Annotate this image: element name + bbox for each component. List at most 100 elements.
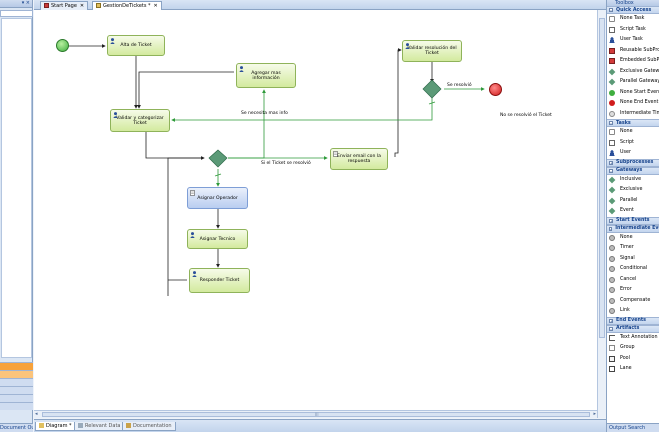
outliner-orange-bar-2[interactable] xyxy=(0,370,33,378)
toolbox-item[interactable]: User Task xyxy=(607,35,659,46)
vertical-scroll-thumb[interactable] xyxy=(599,18,605,338)
outliner-bar[interactable] xyxy=(0,402,33,410)
toolbox-item[interactable]: Lane xyxy=(607,364,659,375)
diagram-canvas[interactable]: Alta de Ticket Agregar mas información V… xyxy=(34,10,597,410)
toolbox-section-header[interactable]: -Quick Access xyxy=(607,6,659,14)
horizontal-scroll-thumb[interactable]: III xyxy=(42,412,590,417)
task-responder-ticket[interactable]: Responder Ticket xyxy=(189,268,250,293)
toolbox-item-label: Event xyxy=(620,208,634,213)
expand-icon[interactable]: + xyxy=(609,160,613,165)
document-outliner-tab[interactable]: Document Outliner xyxy=(0,423,33,432)
toolbox-item[interactable]: None End Event xyxy=(607,98,659,109)
toolbox-item[interactable]: Cancel xyxy=(607,275,659,286)
end-event[interactable] xyxy=(489,83,502,96)
scroll-right-icon[interactable]: ▸ xyxy=(593,411,596,417)
toolbox-item[interactable]: Reusable SubProcess xyxy=(607,46,659,57)
outliner-header: ▾ × xyxy=(0,0,32,8)
output-search-tabs[interactable]: Output Search xyxy=(607,423,659,432)
toolbox-item[interactable]: None xyxy=(607,233,659,244)
toolbox-item[interactable]: Pool xyxy=(607,354,659,365)
task-asignar-tecnico[interactable]: Asignar Tecnico xyxy=(187,229,248,249)
expand-icon[interactable]: + xyxy=(609,318,613,323)
toolbox-item[interactable]: User xyxy=(607,148,659,159)
toolbox-item[interactable]: None xyxy=(607,127,659,138)
task-validar-categorizar[interactable]: Validar y categorizar Ticket xyxy=(110,109,170,132)
user-icon xyxy=(190,232,195,238)
task-label: Responder Ticket xyxy=(199,278,240,283)
task-validar-resolucion[interactable]: Validar resolución del Ticket xyxy=(402,40,462,62)
toolbox-item-label: Intermediate Timer xyxy=(620,110,659,116)
pane-controls[interactable]: ▾ × xyxy=(21,0,30,6)
group-icon xyxy=(609,345,615,352)
collapse-icon[interactable]: - xyxy=(609,226,613,231)
expand-icon[interactable]: + xyxy=(609,218,613,223)
toolbox-item[interactable]: Link xyxy=(607,306,659,317)
toolbox-section-header[interactable]: +Start Events xyxy=(607,216,659,225)
tab-relevant-data[interactable]: Relevant Data xyxy=(74,422,125,431)
toolbox-item[interactable]: Script Task xyxy=(607,25,659,36)
task-label: Validar y categorizar Ticket xyxy=(116,115,164,126)
toolbox-item[interactable]: Inclusive xyxy=(607,175,659,186)
flow-label-se-resolvio: Se resolvió xyxy=(447,83,472,88)
start-event[interactable] xyxy=(56,39,69,52)
tab-label: Documentation xyxy=(133,423,172,429)
task-alta-de-ticket[interactable]: Alta de Ticket xyxy=(107,35,165,56)
toolbox-item[interactable]: Exclusive xyxy=(607,185,659,196)
vertical-scrollbar[interactable] xyxy=(597,10,606,418)
outliner-bar[interactable] xyxy=(0,394,33,402)
toolbox-item[interactable]: Event xyxy=(607,206,659,217)
tab-gestion-de-tickets[interactable]: GestionDeTickets *✕ xyxy=(92,1,162,10)
script-icon xyxy=(609,26,615,33)
toolbox-item[interactable]: Parallel Gateway xyxy=(607,77,659,88)
toolbox-section-header[interactable]: -Intermediate Events xyxy=(607,224,659,233)
outliner-bar[interactable] xyxy=(0,378,33,386)
toolbox-item[interactable]: None Task xyxy=(607,14,659,25)
toolbox-item-label: Exclusive Gateway xyxy=(620,68,659,74)
toolbox-item[interactable]: Embedded SubProcess xyxy=(607,56,659,67)
task-label: Validar resolución del Ticket xyxy=(407,46,457,56)
outliner-selector[interactable] xyxy=(0,10,33,17)
toolbox-item[interactable]: Intermediate Timer xyxy=(607,109,659,120)
gateway-validacion[interactable] xyxy=(422,79,442,99)
toolbox-item[interactable]: Parallel xyxy=(607,196,659,207)
toolbox-item[interactable]: Compensate xyxy=(607,296,659,307)
toolbox-section-header[interactable]: +End Events xyxy=(607,316,659,325)
horizontal-scrollbar[interactable]: ◂ III ▸ xyxy=(34,410,597,418)
toolbox-item[interactable]: None Start Event xyxy=(607,88,659,99)
flow-label-si-resolvio: Si el Ticket se resolvió xyxy=(261,161,311,166)
collapse-icon[interactable]: - xyxy=(609,168,613,173)
task-agregar-info[interactable]: Agregar mas información xyxy=(236,63,296,88)
gateway-ticket-resuelto[interactable] xyxy=(208,149,228,168)
diagram-icon xyxy=(96,3,101,8)
tab-label: Relevant Data xyxy=(85,423,121,429)
toolbox-item[interactable]: Conditional xyxy=(607,264,659,275)
collapse-icon[interactable]: - xyxy=(609,326,613,331)
toolbox-item[interactable]: Timer xyxy=(607,243,659,254)
gateway-icon xyxy=(608,207,616,215)
outliner-orange-bar[interactable] xyxy=(0,362,33,370)
toolbox-item[interactable]: Exclusive Gateway xyxy=(607,67,659,78)
toolbox-item[interactable]: Signal xyxy=(607,254,659,265)
toolbox-item-label: Timer xyxy=(620,245,634,250)
task-asignar-operador[interactable]: Asignar Operador xyxy=(187,187,248,209)
toolbox-section-header[interactable]: -Tasks xyxy=(607,119,659,127)
toolbox-item[interactable]: Group xyxy=(607,343,659,354)
toolbox-item[interactable]: Script xyxy=(607,138,659,149)
tab-diagram[interactable]: Diagram * xyxy=(35,422,76,431)
toolbox-section-header[interactable]: +Subprocesses xyxy=(607,158,659,167)
close-icon[interactable]: ✕ xyxy=(79,3,85,9)
outliner-tree[interactable] xyxy=(1,18,32,358)
toolbox-section-header[interactable]: -Gateways xyxy=(607,166,659,175)
scroll-left-icon[interactable]: ◂ xyxy=(35,411,38,417)
close-icon[interactable]: ✕ xyxy=(153,3,158,9)
outliner-bar[interactable] xyxy=(0,386,33,394)
event-icon xyxy=(609,308,615,315)
toolbox-item[interactable]: Error xyxy=(607,285,659,296)
collapse-icon[interactable]: - xyxy=(609,121,613,125)
tab-start-page[interactable]: Start Page✕ xyxy=(40,1,89,10)
collapse-icon[interactable]: - xyxy=(609,8,613,12)
toolbox-section-header[interactable]: -Artifacts xyxy=(607,324,659,333)
toolbox-item[interactable]: Text Annotation xyxy=(607,333,659,344)
task-enviar-email[interactable]: Enviar email con la respuesta xyxy=(330,148,388,170)
tab-documentation[interactable]: Documentation xyxy=(122,422,176,431)
